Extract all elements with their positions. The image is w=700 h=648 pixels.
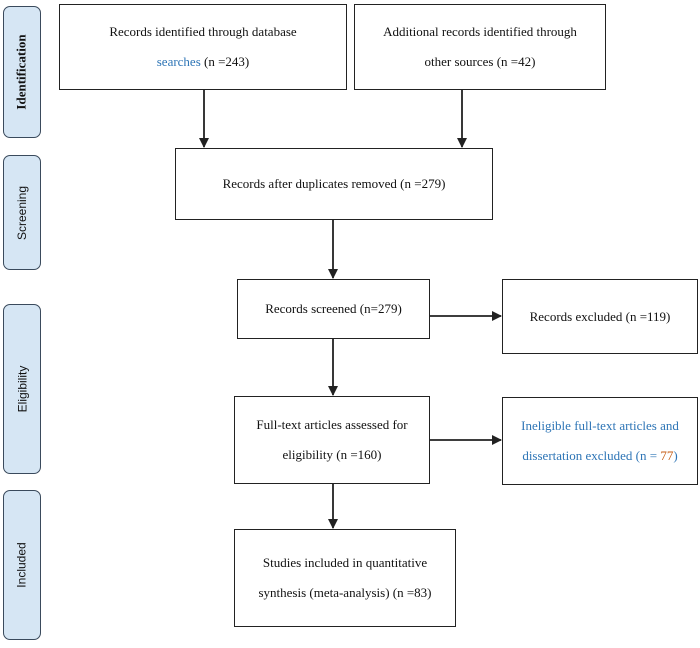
box-ineligible-line2-close: ) [673,448,678,463]
box-fulltext-assessed: Full-text articles assessed for eligibil… [234,396,430,484]
phase-screening: Screening [3,155,41,270]
box-additional-line2: other sources (n =42) [424,54,536,69]
box-records-excluded: Records excluded (n =119) [502,279,698,354]
box-database-highlight: searches [156,54,201,69]
box-screened-line1: Records screened (n=279) [265,301,402,316]
box-ineligible-line2: dissertation excluded (n = 77) [522,441,677,471]
phase-eligibility: Eligibility [3,304,41,474]
box-studies-included: Studies included in quantitative synthes… [234,529,456,627]
box-duplicates-removed: Records after duplicates removed (n =279… [175,148,493,220]
box-additional-records: Additional records identified through ot… [354,4,606,90]
box-duplicates-line1: Records after duplicates removed (n =279… [222,176,446,191]
box-database-line2: searches (n =243) [157,47,250,77]
box-records-screened: Records screened (n=279) [237,279,430,339]
box-fulltext-line2: eligibility (n =160) [282,447,382,462]
box-ineligible-number: 77 [660,448,674,463]
box-database-records: Records identified through database sear… [59,4,347,90]
box-database-line1: Records identified through database [109,24,297,39]
box-ineligible-excluded: Ineligible full-text articles and disser… [502,397,698,485]
box-additional-line1: Additional records identified through [383,24,577,39]
box-included-line2: synthesis (meta-analysis) (n =83) [258,585,432,600]
box-excluded-line1: Records excluded (n =119) [529,308,671,324]
box-fulltext-line1: Full-text articles assessed for [256,417,408,432]
box-database-count: (n =243) [200,54,250,69]
phase-included: Included [3,490,41,640]
box-ineligible-line1: Ineligible full-text articles and [521,418,679,433]
box-included-line1: Studies included in quantitative [262,555,428,570]
phase-identification: Identification [3,6,41,138]
box-ineligible-line2-text: dissertation excluded (n = [522,448,661,463]
